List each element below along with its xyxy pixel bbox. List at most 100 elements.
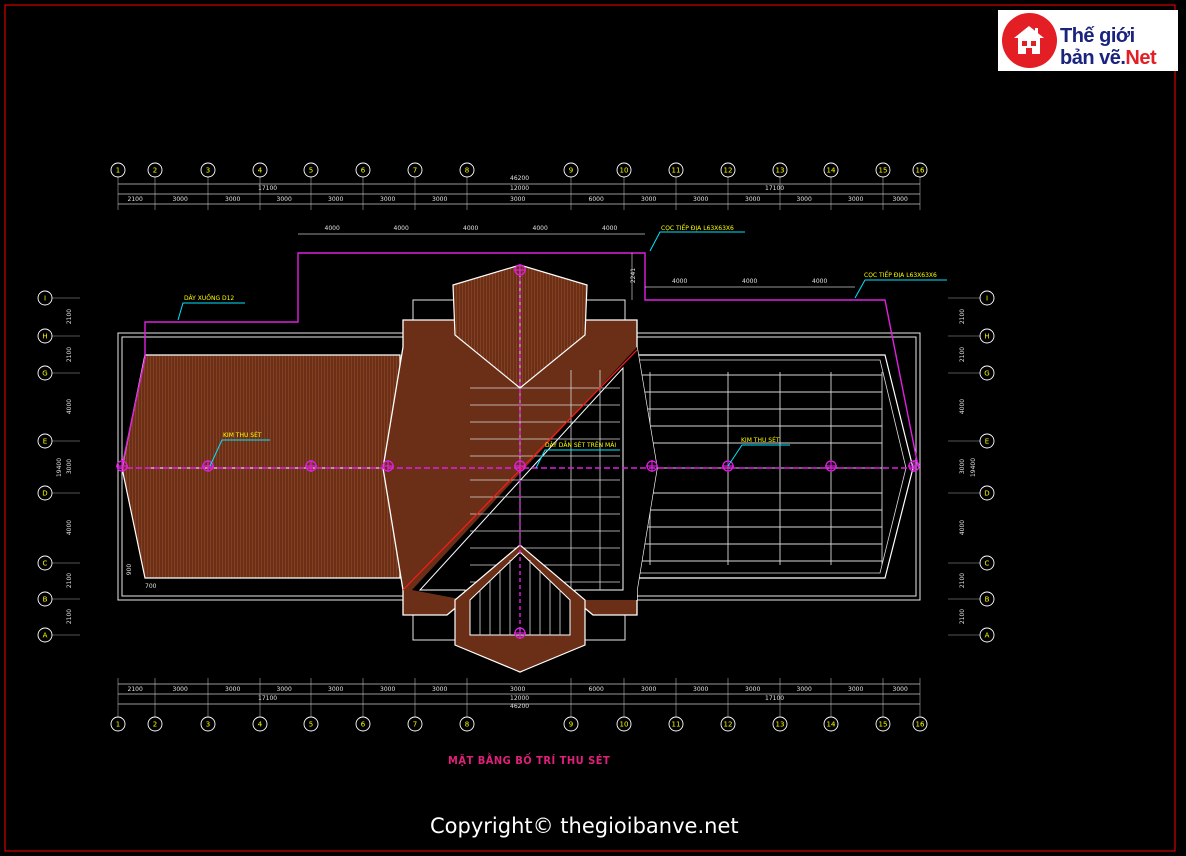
grid-label-7: 7 — [413, 721, 417, 729]
grid-bubble-5 — [303, 716, 319, 732]
lightning-dimension-lines — [298, 233, 855, 300]
lightning-spacing-dim: 4000 — [393, 225, 409, 232]
grid-bubble-15 — [875, 162, 891, 178]
lightning-spacing-dim: 4000 — [532, 225, 548, 232]
lightning-spacing-dim: 4000 — [602, 225, 618, 232]
grid-bubble-1 — [110, 162, 126, 178]
row-label-G: G — [984, 370, 989, 378]
grid-bubble-6 — [355, 716, 371, 732]
dim-700: 700 — [145, 583, 157, 590]
grid-label-9: 9 — [569, 167, 573, 175]
label-coc-tiep-dia-2: CỌC TIẾP ĐỊA L63X63X6 — [864, 272, 937, 279]
col-spacing-dim: 3000 — [745, 686, 761, 693]
grid-label-16: 16 — [916, 167, 925, 175]
col-spacing-dim: 3000 — [276, 196, 292, 203]
grid-label-13: 13 — [776, 721, 785, 729]
grid-label-2: 2 — [153, 167, 157, 175]
brand-line2a: bản vẽ. — [1060, 47, 1126, 69]
row-spacing-dim: 2100 — [66, 608, 74, 625]
col-spacing-dim: 3000 — [641, 196, 657, 203]
dim-side-left-top: 17100 — [258, 185, 278, 192]
grid-label-11: 11 — [672, 167, 681, 175]
grid-bubble-8 — [459, 716, 475, 732]
col-spacing-dim: 3000 — [328, 196, 344, 203]
label-kim-thu-set-1: KIM THU SÉT — [223, 432, 262, 439]
grid-bubble-12 — [720, 162, 736, 178]
label-kim-thu-set-2: KIM THU SÉT — [741, 437, 780, 444]
col-spacing-dim: 3000 — [641, 686, 657, 693]
dim-row-total-right: 19400 — [970, 457, 978, 478]
dim-side-right-bottom: 17100 — [765, 695, 785, 702]
row-spacing-dim: 2100 — [66, 572, 74, 589]
col-spacing-dim: 3000 — [693, 686, 709, 693]
row-spacing-dim: 4000 — [959, 519, 967, 536]
row-bubble-G — [37, 365, 53, 381]
row-bubble-A — [37, 627, 53, 643]
right-wing-roof — [624, 354, 914, 579]
lightning-spacing-dim: 4000 — [742, 278, 758, 285]
row-label-E: E — [985, 438, 989, 446]
row-label-C: C — [985, 560, 990, 568]
col-spacing-dim: 3000 — [745, 196, 761, 203]
col-spacing-dim: 3000 — [510, 686, 526, 693]
dim-900: 900 — [126, 563, 134, 576]
grid-label-2: 2 — [153, 721, 157, 729]
grid-label-9: 9 — [569, 721, 573, 729]
row-label-E: E — [43, 438, 47, 446]
col-spacing-dim: 3000 — [328, 686, 344, 693]
col-spacing-dim: 3000 — [172, 686, 188, 693]
grid-bubble-4 — [252, 162, 268, 178]
grid-bubble-9 — [563, 716, 579, 732]
row-label-I: I — [44, 295, 46, 303]
brand-line2: bản vẽ.Net — [1060, 47, 1157, 70]
lightning-spacing-dim: 4000 — [324, 225, 340, 232]
brand-logo[interactable]: Thế giới bản vẽ.Net — [998, 10, 1178, 71]
col-spacing-dim: 3000 — [796, 196, 812, 203]
col-spacing-dim: 3000 — [796, 686, 812, 693]
grid-label-10: 10 — [620, 167, 629, 175]
grid-bubble-12 — [720, 716, 736, 732]
grid-bubble-15 — [875, 716, 891, 732]
dim-side-right-top: 17100 — [765, 185, 785, 192]
dim-mid-top: 12000 — [510, 185, 530, 192]
lightning-rods — [116, 264, 920, 639]
row-bubble-A — [979, 627, 995, 643]
grid-bubble-6 — [355, 162, 371, 178]
row-spacing-dim: 2100 — [66, 346, 74, 362]
dim-2241: 2241 — [630, 267, 638, 284]
row-label-D: D — [984, 490, 989, 498]
grid-label-10: 10 — [620, 721, 629, 729]
grid-label-3: 3 — [206, 167, 210, 175]
col-spacing-dim: 3000 — [510, 196, 526, 203]
grid-label-1: 1 — [116, 721, 120, 729]
dim-side-left-bottom: 17100 — [258, 695, 278, 702]
row-label-D: D — [42, 490, 47, 498]
grid-label-16: 16 — [916, 721, 925, 729]
row-spacing-dim: 4000 — [959, 398, 967, 415]
label-day-dan-set: DÂY DẪN SÉT TRÊN MÁI — [545, 442, 617, 449]
grid-label-12: 12 — [724, 721, 733, 729]
central-roof — [382, 264, 658, 673]
grid-label-14: 14 — [827, 721, 836, 729]
row-label-A: A — [985, 632, 990, 640]
grid-bubble-3 — [200, 162, 216, 178]
row-spacing-dim: 3000 — [959, 458, 967, 475]
grid-bubble-16 — [912, 716, 928, 732]
row-label-A: A — [43, 632, 48, 640]
row-spacing-dim: 2100 — [959, 308, 967, 325]
grid-label-5: 5 — [309, 167, 313, 175]
grid-bubble-8 — [459, 162, 475, 178]
col-spacing-dim: 3000 — [276, 686, 292, 693]
row-label-B: B — [985, 596, 990, 604]
grid-label-4: 4 — [258, 721, 263, 729]
grid-label-11: 11 — [672, 721, 681, 729]
grid-bubble-13 — [772, 716, 788, 732]
grid-label-1: 1 — [116, 167, 120, 175]
row-spacing-dim: 2100 — [959, 346, 967, 362]
grid-bubble-14 — [823, 162, 839, 178]
grid-label-8: 8 — [465, 167, 469, 175]
col-spacing-dim: 3000 — [892, 196, 908, 203]
